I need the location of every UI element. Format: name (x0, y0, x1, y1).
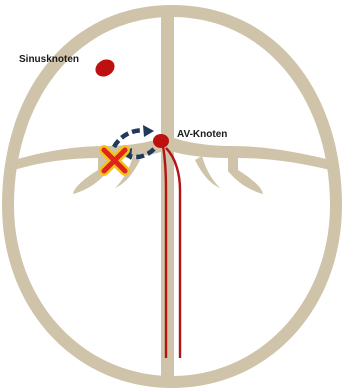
valve-cusp-right (195, 156, 220, 188)
sinus-node-label: Sinusknoten (19, 54, 79, 65)
av-node (153, 134, 169, 148)
reentry-arrow-upper-head (143, 125, 154, 137)
ventricular-septum (161, 166, 174, 378)
av-node-label: AV-Knoten (177, 129, 227, 140)
atrial-septum (161, 17, 174, 141)
sinus-node (92, 56, 117, 80)
